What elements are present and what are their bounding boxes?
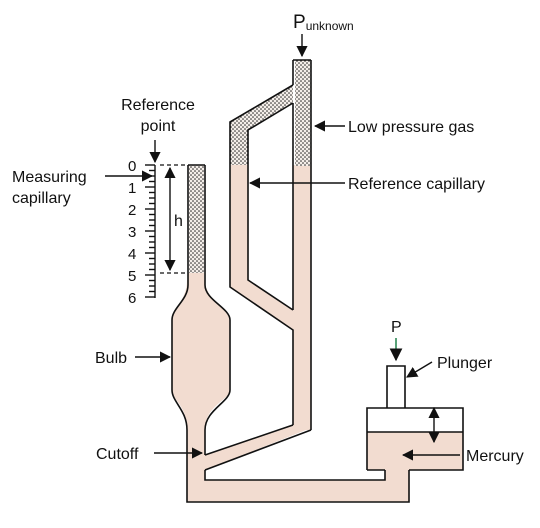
bulb-label: Bulb xyxy=(95,350,127,367)
scale-tick-5: 5 xyxy=(128,268,136,285)
scale-tick-4: 4 xyxy=(128,246,136,263)
measuring-capillary-label-line2: capillary xyxy=(12,190,71,207)
measuring-scale xyxy=(145,164,156,298)
reference-level-lines xyxy=(160,164,188,274)
plunger-label: Plunger xyxy=(437,355,493,372)
reference-point-label-line2: point xyxy=(141,118,176,135)
scale-tick-0: 0 xyxy=(128,158,136,175)
p-unknown-label: Punknown xyxy=(293,12,354,33)
cutoff-label: Cutoff xyxy=(96,446,139,463)
mercury-fill xyxy=(172,165,463,502)
plunger-arrow xyxy=(406,361,433,378)
measuring-capillary-label-line1: Measuring xyxy=(12,169,87,186)
scale-tick-1: 1 xyxy=(128,180,136,197)
low-pressure-gas-label: Low pressure gas xyxy=(348,119,474,136)
label-arrows xyxy=(105,34,460,461)
scale-tick-3: 3 xyxy=(128,224,136,241)
tube-outlines xyxy=(171,59,464,503)
reference-capillary-label: Reference capillary xyxy=(348,176,485,193)
scale-tick-2: 2 xyxy=(128,202,136,219)
mercury-label: Mercury xyxy=(466,448,524,465)
low-pressure-gas-fill xyxy=(189,60,311,273)
reference-point-label-line1: Reference xyxy=(121,97,195,114)
h-label: h xyxy=(174,213,183,230)
scale-tick-6: 6 xyxy=(128,290,136,307)
p-plunger-label: P xyxy=(391,319,402,336)
